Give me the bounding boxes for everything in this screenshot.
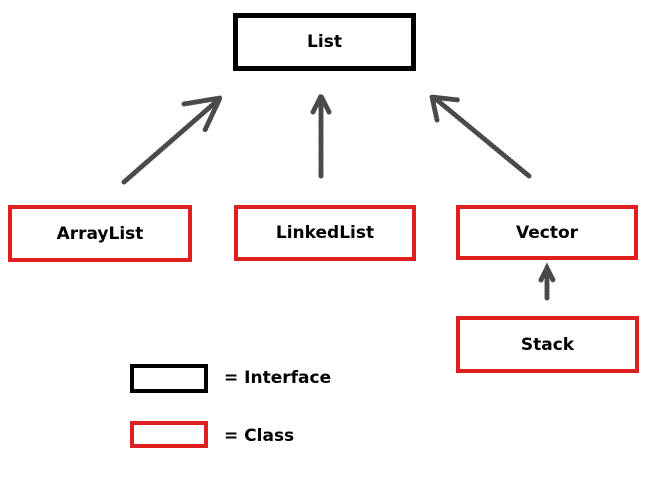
stack-class-node: Stack: [456, 316, 639, 373]
linkedlist-label: LinkedList: [275, 223, 375, 243]
legend-class-swatch: [130, 421, 208, 448]
arraylist-class-node: ArrayList: [8, 205, 192, 262]
stack-label: Stack: [520, 334, 575, 355]
arrow-arraylist-to-list: [121, 94, 225, 185]
legend-interface-label: = Interface: [224, 368, 332, 388]
vector-label: Vector: [515, 222, 579, 243]
arrow-vector-to-list: [428, 94, 532, 179]
vector-class-node: Vector: [456, 205, 638, 260]
arraylist-label: ArrayList: [56, 223, 144, 244]
legend-class-label: = Class: [224, 426, 295, 446]
arrow-linkedlist-to-list: [310, 90, 332, 179]
list-interface-node: List: [233, 13, 416, 71]
linkedlist-class-node: LinkedList: [234, 205, 416, 261]
list-label: List: [307, 32, 342, 52]
arrow-stack-to-vector: [538, 262, 556, 301]
legend-interface-swatch: [130, 364, 208, 393]
